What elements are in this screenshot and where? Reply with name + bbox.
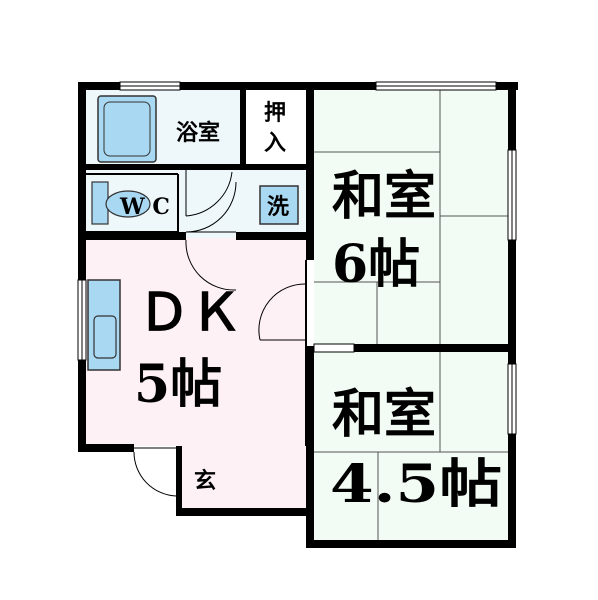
dk-label-1: ＤＫ: [138, 282, 242, 343]
washer-label: 洗: [267, 194, 289, 220]
bath-label: 浴室: [176, 120, 220, 146]
dk-label-2: 5帖: [134, 354, 222, 415]
washitsu-6-label-2: 6帖: [332, 234, 420, 295]
entrance-floor: [178, 446, 306, 512]
washitsu-6-label-1: 和室: [332, 166, 436, 227]
kitchen-sink-icon: [93, 315, 117, 359]
washitsu-45-floor: [314, 352, 510, 540]
entrance-label: 玄: [194, 468, 216, 494]
doors: [133, 166, 314, 497]
closet-floor: [244, 88, 306, 166]
walls: [78, 82, 518, 548]
washer-box: [259, 185, 299, 225]
washitsu-45-label-2: 4.5帖: [330, 454, 502, 515]
windows: [77, 81, 517, 435]
dk-floor: [86, 238, 306, 446]
toilet-icon: [91, 181, 151, 225]
closet-label-2: 入: [264, 130, 286, 156]
washitsu-45-label-1: 和室: [332, 384, 436, 445]
bathtub-inner: [103, 101, 151, 157]
tatami-lines-45: [314, 352, 510, 540]
wc-label: W C: [119, 194, 170, 220]
washitsu-6-floor: [314, 88, 510, 346]
closet-label-1: 押: [264, 100, 286, 126]
tatami-lines-6: [314, 88, 510, 346]
